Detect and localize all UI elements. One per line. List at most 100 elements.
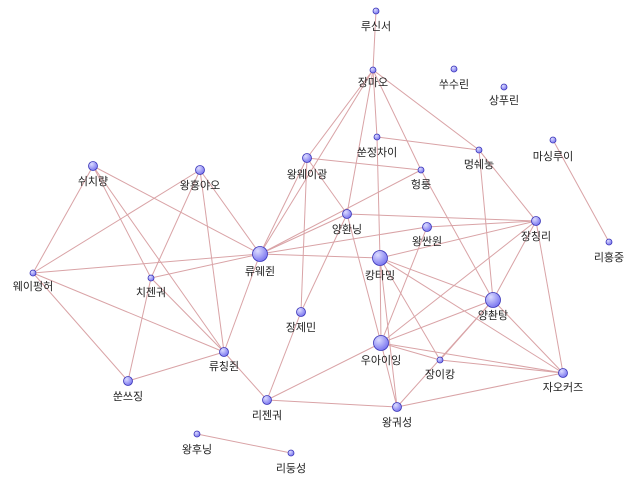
edge-qi_jianguo-sun_siji <box>127 277 152 382</box>
edge-meng_xuenong-zhang_qingli <box>478 149 537 222</box>
edge-yang_huanning-wu_yiying <box>346 213 382 344</box>
node-wang_guisheng <box>392 402 402 412</box>
node-sun_siji <box>123 376 133 386</box>
node-shang_fulin <box>500 83 508 91</box>
edge-ma_xinglui-li_hongzhong <box>552 139 610 243</box>
node-zhang_yikang <box>436 356 444 364</box>
edge-wu_yiying-li_jianguo <box>266 342 382 401</box>
node-label-shu_xiulin: 쑤수린 <box>439 78 469 91</box>
edge-zhang_mao-liu_weijun <box>259 69 374 255</box>
edge-sun_zhengcai-kang_taiming <box>376 136 381 259</box>
edge-wang_hongyao-wei_yiping <box>32 169 201 274</box>
node-label-zhao_kezi: 자오커즈 <box>543 381 583 394</box>
edge-sun_zhengcai-meng_xuenong <box>376 136 480 151</box>
node-wang_xianyuan <box>422 222 432 232</box>
edge-zhang_mao-yang_huanning <box>346 69 374 215</box>
node-label-liu_weijun: 류웨쥔 <box>245 265 275 278</box>
edge-wang_weiguang-zhang_jimin <box>300 157 308 313</box>
node-label-wu_yiying: 우아이잉 <box>361 354 401 367</box>
edge-liu_qingjun-sun_siji <box>127 351 225 382</box>
node-label-wang_guisheng: 왕궈성 <box>382 416 412 429</box>
node-zhao_kezi <box>558 368 568 378</box>
node-label-li_jianguo: 리젠궈 <box>252 409 282 422</box>
edge-wei_yiping-liu_qingjun <box>32 272 225 353</box>
node-zhang_qingli <box>531 216 541 226</box>
edge-wang_weiguang-liu_weijun <box>259 157 308 255</box>
edge-wang_hongyao-liu_qingjun <box>199 169 225 353</box>
edge-wang_xianyuan-liu_weijun <box>259 226 428 255</box>
node-liu_qingjun <box>219 347 229 357</box>
node-kang_taiming <box>372 250 388 266</box>
node-wu_yiying <box>373 335 389 351</box>
edge-xu_qiliang-qi_jianguo <box>92 165 152 279</box>
edge-kang_taiming-zhang_yikang <box>379 257 441 361</box>
edge-zhang_mao-meng_xuenong <box>372 69 480 151</box>
node-qi_jianguo <box>147 274 155 282</box>
edge-liu_qingjun-li_jianguo <box>223 351 268 401</box>
node-label-liu_qingjun: 류칭쥔 <box>209 360 239 373</box>
edge-xu_qiliang-wei_yiping <box>32 165 94 274</box>
edge-zhang_yikang-zhao_kezi <box>439 359 564 374</box>
edge-zhang_qingli-wu_yiying <box>380 220 537 344</box>
node-label-sun_siji: 쑨쓰징 <box>113 390 143 403</box>
edge-xu_qiliang-liu_qingjun <box>92 165 225 353</box>
edge-yang_huanning-liu_weijun <box>259 213 348 255</box>
edge-liu_weijun-kang_taiming <box>259 253 381 259</box>
edge-wu_yiying-zhao_kezi <box>380 342 564 374</box>
node-shu_xiulin <box>450 65 458 73</box>
node-wang_weiguang <box>302 153 312 163</box>
node-label-kang_taiming: 캉타밍 <box>365 269 395 282</box>
edge-yang_huanning-zhang_qingli <box>346 213 537 222</box>
edge-yang_huanning-zhang_jimin <box>300 213 348 313</box>
node-zhang_mao <box>369 66 377 74</box>
node-label-hang_long: 헝룽 <box>411 178 431 191</box>
edge-zhang_qingli-kang_taiming <box>379 220 537 259</box>
edge-wang_xianyuan-wu_yiying <box>380 226 428 344</box>
node-label-wang_hongyao: 왕훙야오 <box>180 178 220 192</box>
edge-zhang_qingli-yang_chuantang <box>492 220 537 301</box>
node-li_jianguo <box>262 395 272 405</box>
edge-wang_weiguang-yang_huanning <box>306 157 348 215</box>
edge-wu_yiying-zhang_yikang <box>380 342 441 361</box>
edge-kang_taiming-wang_guisheng <box>379 257 398 408</box>
edge-hang_long-liu_weijun <box>259 169 422 255</box>
node-label-zhang_qingli: 장칭리 <box>521 230 551 243</box>
node-wang_hongyao <box>195 165 205 175</box>
node-yang_chuantang <box>485 292 501 308</box>
node-zhang_jimin <box>296 307 306 317</box>
edge-wei_yiping-sun_siji <box>32 272 129 382</box>
node-li_hongzhong <box>605 238 613 246</box>
node-label-yang_huanning: 양환닝 <box>332 223 362 236</box>
node-label-wang_weiguang: 왕웨이광 <box>287 168 327 181</box>
node-wang_huning <box>193 430 201 438</box>
node-label-xu_qiliang: 쉬치량 <box>78 175 108 188</box>
edge-wang_hongyao-liu_weijun <box>199 169 261 255</box>
edge-liu_weijun-wei_yiping <box>32 253 261 274</box>
edge-hang_long-yang_chuantang <box>420 169 494 301</box>
edge-zhang_jimin-li_jianguo <box>266 311 302 401</box>
edge-zhang_mao-hang_long <box>372 69 422 171</box>
edge-zhang_mao-sun_zhengcai <box>372 69 378 138</box>
node-label-li_dongsheng: 리둥성 <box>276 462 306 475</box>
edge-lu_xinxu-zhang_mao <box>372 10 377 71</box>
node-liu_weijun <box>252 246 268 262</box>
edge-kang_taiming-wu_yiying <box>379 257 382 344</box>
node-label-ma_xinglui: 마싱루이 <box>533 150 573 163</box>
node-wei_yiping <box>29 269 37 277</box>
node-label-zhang_mao: 장마오 <box>358 76 388 89</box>
edge-meng_xuenong-yang_chuantang <box>478 149 494 301</box>
node-ma_xinglui <box>549 136 557 144</box>
node-label-wang_huning: 왕후닝 <box>182 443 212 456</box>
edge-zhang_mao-wang_weiguang <box>306 69 374 159</box>
node-label-sun_zhengcai: 쑨정차이 <box>357 146 397 159</box>
edge-xu_qiliang-liu_weijun <box>92 165 261 255</box>
node-li_dongsheng <box>287 449 295 457</box>
node-hang_long <box>417 166 425 174</box>
edge-wang_huning-li_dongsheng <box>196 433 292 454</box>
node-meng_xuenong <box>475 146 483 154</box>
edge-liu_weijun-liu_qingjun <box>223 253 261 353</box>
nodes-layer <box>29 7 613 457</box>
node-label-li_hongzhong: 리훙중 <box>594 250 624 264</box>
